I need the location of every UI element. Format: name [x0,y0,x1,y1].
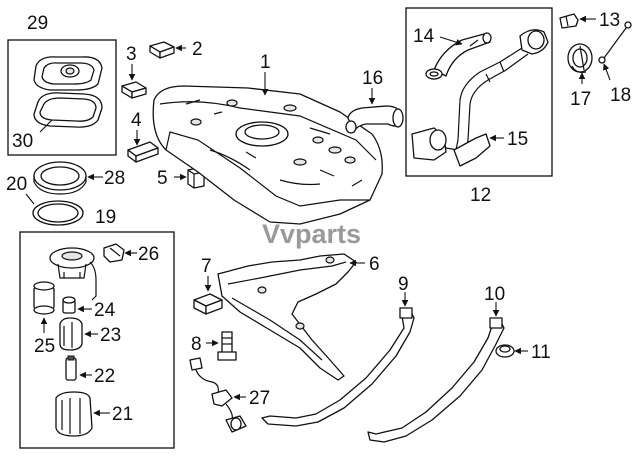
callout-20: 20 [6,174,27,195]
part-24-valve [62,296,76,314]
callout-21: 21 [112,404,133,425]
part-12-clamp [425,68,443,80]
callout-8: 8 [191,334,202,355]
callout-11: 11 [531,342,551,363]
part-21-pump-housing [55,391,93,437]
callout-29: 29 [27,13,48,34]
callout-25: 25 [34,336,55,357]
callout-30: 30 [12,131,33,152]
part-26-connector [103,243,125,263]
part-18-tether [598,21,632,64]
group-box-19 [19,231,175,449]
callout-19: 19 [95,207,116,228]
part-12-filler-neck [411,29,549,167]
callout-15: 15 [507,129,528,150]
part-17-fuel-cap [567,43,593,73]
watermark-logo: V vparts [262,219,361,249]
callout-22: 22 [94,366,115,387]
callout-3: 3 [126,44,137,65]
callout-labels: 29 30 28 20 19 26 24 23 25 22 21 2 3 4 5… [6,10,631,425]
part-8-bolt [217,331,237,361]
callout-26: 26 [138,244,159,265]
part-22-fuel-pump [65,355,77,381]
group-box-29 [7,39,117,156]
callout-2: 2 [192,39,203,60]
part-10-tank-strap [367,317,505,443]
part-3-pad [121,81,147,99]
callout-9: 9 [398,274,409,295]
part-2-pad [149,41,175,59]
callout-13: 13 [599,10,620,31]
part-9-tank-strap [261,307,415,427]
part-4-pad [127,141,159,163]
part-23-reservoir [59,317,83,351]
callout-24: 24 [94,300,116,321]
part-6-heat-shield [217,253,357,381]
callout-5: 5 [157,168,168,189]
part-1-fuel-tank [152,85,383,225]
callout-23: 23 [100,325,121,346]
part-14-breather-hose [433,32,492,77]
callout-10: 10 [484,284,505,305]
part-7-pad [193,293,223,315]
part-27-sensor-harness [189,357,247,433]
callout-28: 28 [104,168,125,189]
callout-6: 6 [369,254,380,275]
callout-12: 12 [470,185,491,206]
callout-18: 18 [610,85,631,106]
callout-17: 17 [570,89,591,110]
part-28-lock-ring [33,161,87,195]
watermark-prefix: V [262,219,280,249]
part-16-hose [345,105,404,134]
callout-27: 27 [249,388,270,409]
part-20-o-ring [32,200,84,226]
part-19-pump-module-top [49,247,97,301]
callout-7: 7 [201,256,212,277]
part-30-gasket [33,92,103,128]
part-29-cover-plate [33,56,103,91]
callout-1: 1 [260,52,271,73]
part-25-filter [33,281,55,315]
callout-4: 4 [131,110,142,131]
group-box-12 [405,7,553,177]
part-13-clip [559,13,579,29]
callout-16: 16 [362,68,383,89]
part-11-nut [495,344,515,358]
callout-14: 14 [413,26,435,47]
